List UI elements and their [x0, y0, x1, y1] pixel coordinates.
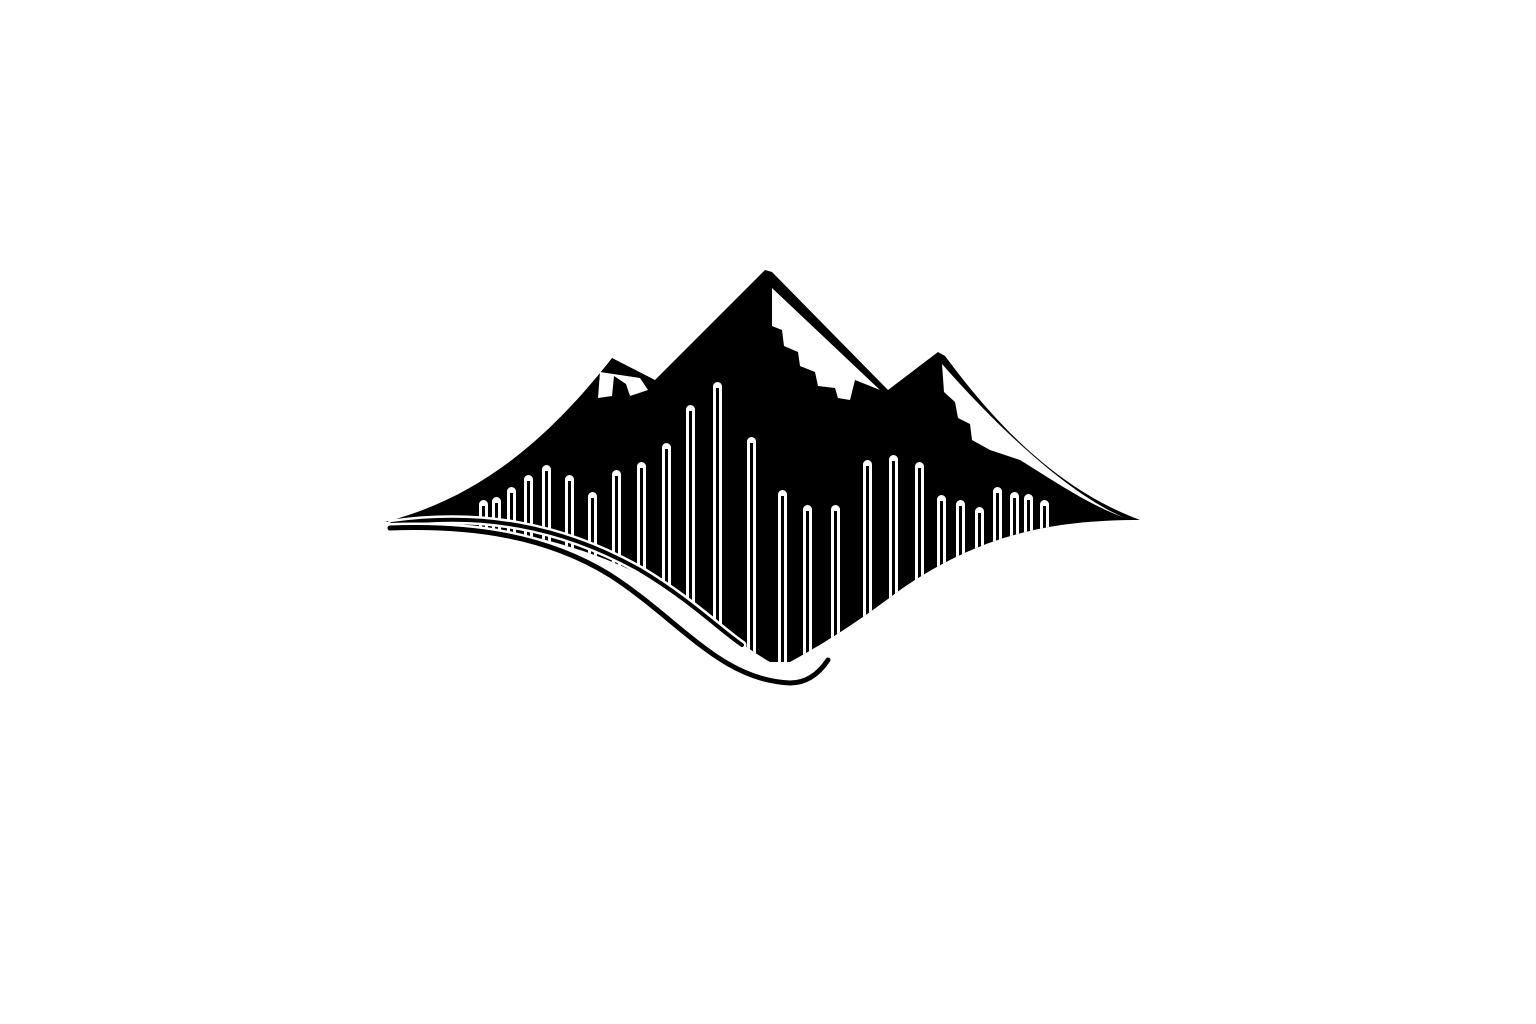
pillar-shadow: [834, 511, 837, 662]
bridge-pillar: [507, 487, 516, 662]
pillar-shadow: [1027, 500, 1030, 662]
bridge-pillar: [479, 500, 488, 662]
pillar-shadow: [750, 443, 753, 662]
pillar-shadow: [996, 493, 999, 662]
pillar-shadow: [978, 513, 981, 662]
pillar-shadow: [615, 476, 618, 662]
bridge-pillar: [1010, 492, 1019, 662]
pillar-shadow: [495, 503, 498, 662]
pillar-shadow: [716, 388, 719, 662]
pillar-shadow: [640, 468, 643, 662]
pillar-shadow: [918, 468, 921, 662]
bridge-pillar: [637, 462, 646, 662]
swoosh-lines: [385, 515, 833, 689]
pillar-shadow: [591, 498, 594, 662]
pillar-shadow: [689, 411, 692, 662]
bridge-pillar: [492, 497, 501, 662]
pillar-shadow: [892, 461, 895, 662]
bridge-pillar: [803, 505, 812, 662]
bridge-pillar: [831, 505, 840, 662]
mountain-silhouette: [385, 270, 1140, 662]
pillar-shadow: [866, 466, 869, 662]
pillar-shadow: [806, 511, 809, 662]
pillar-shadow: [940, 501, 943, 662]
bridge-pillar: [956, 500, 965, 662]
bridge-pillar: [1024, 494, 1033, 662]
bridge-pillar: [1040, 500, 1049, 662]
bridge-pillar: [975, 507, 984, 662]
pillar-shadow: [665, 449, 668, 662]
pillar-shadow: [1013, 498, 1016, 662]
pillar-shadow: [482, 506, 485, 662]
bridge-pillar: [778, 490, 787, 662]
pillar-shadow: [1043, 506, 1046, 662]
bridge-pillar: [915, 462, 924, 662]
bridge-pillar: [993, 487, 1002, 662]
pillar-shadow: [959, 506, 962, 662]
pillar-shadow: [510, 493, 513, 662]
pillar-shadow: [781, 496, 784, 662]
